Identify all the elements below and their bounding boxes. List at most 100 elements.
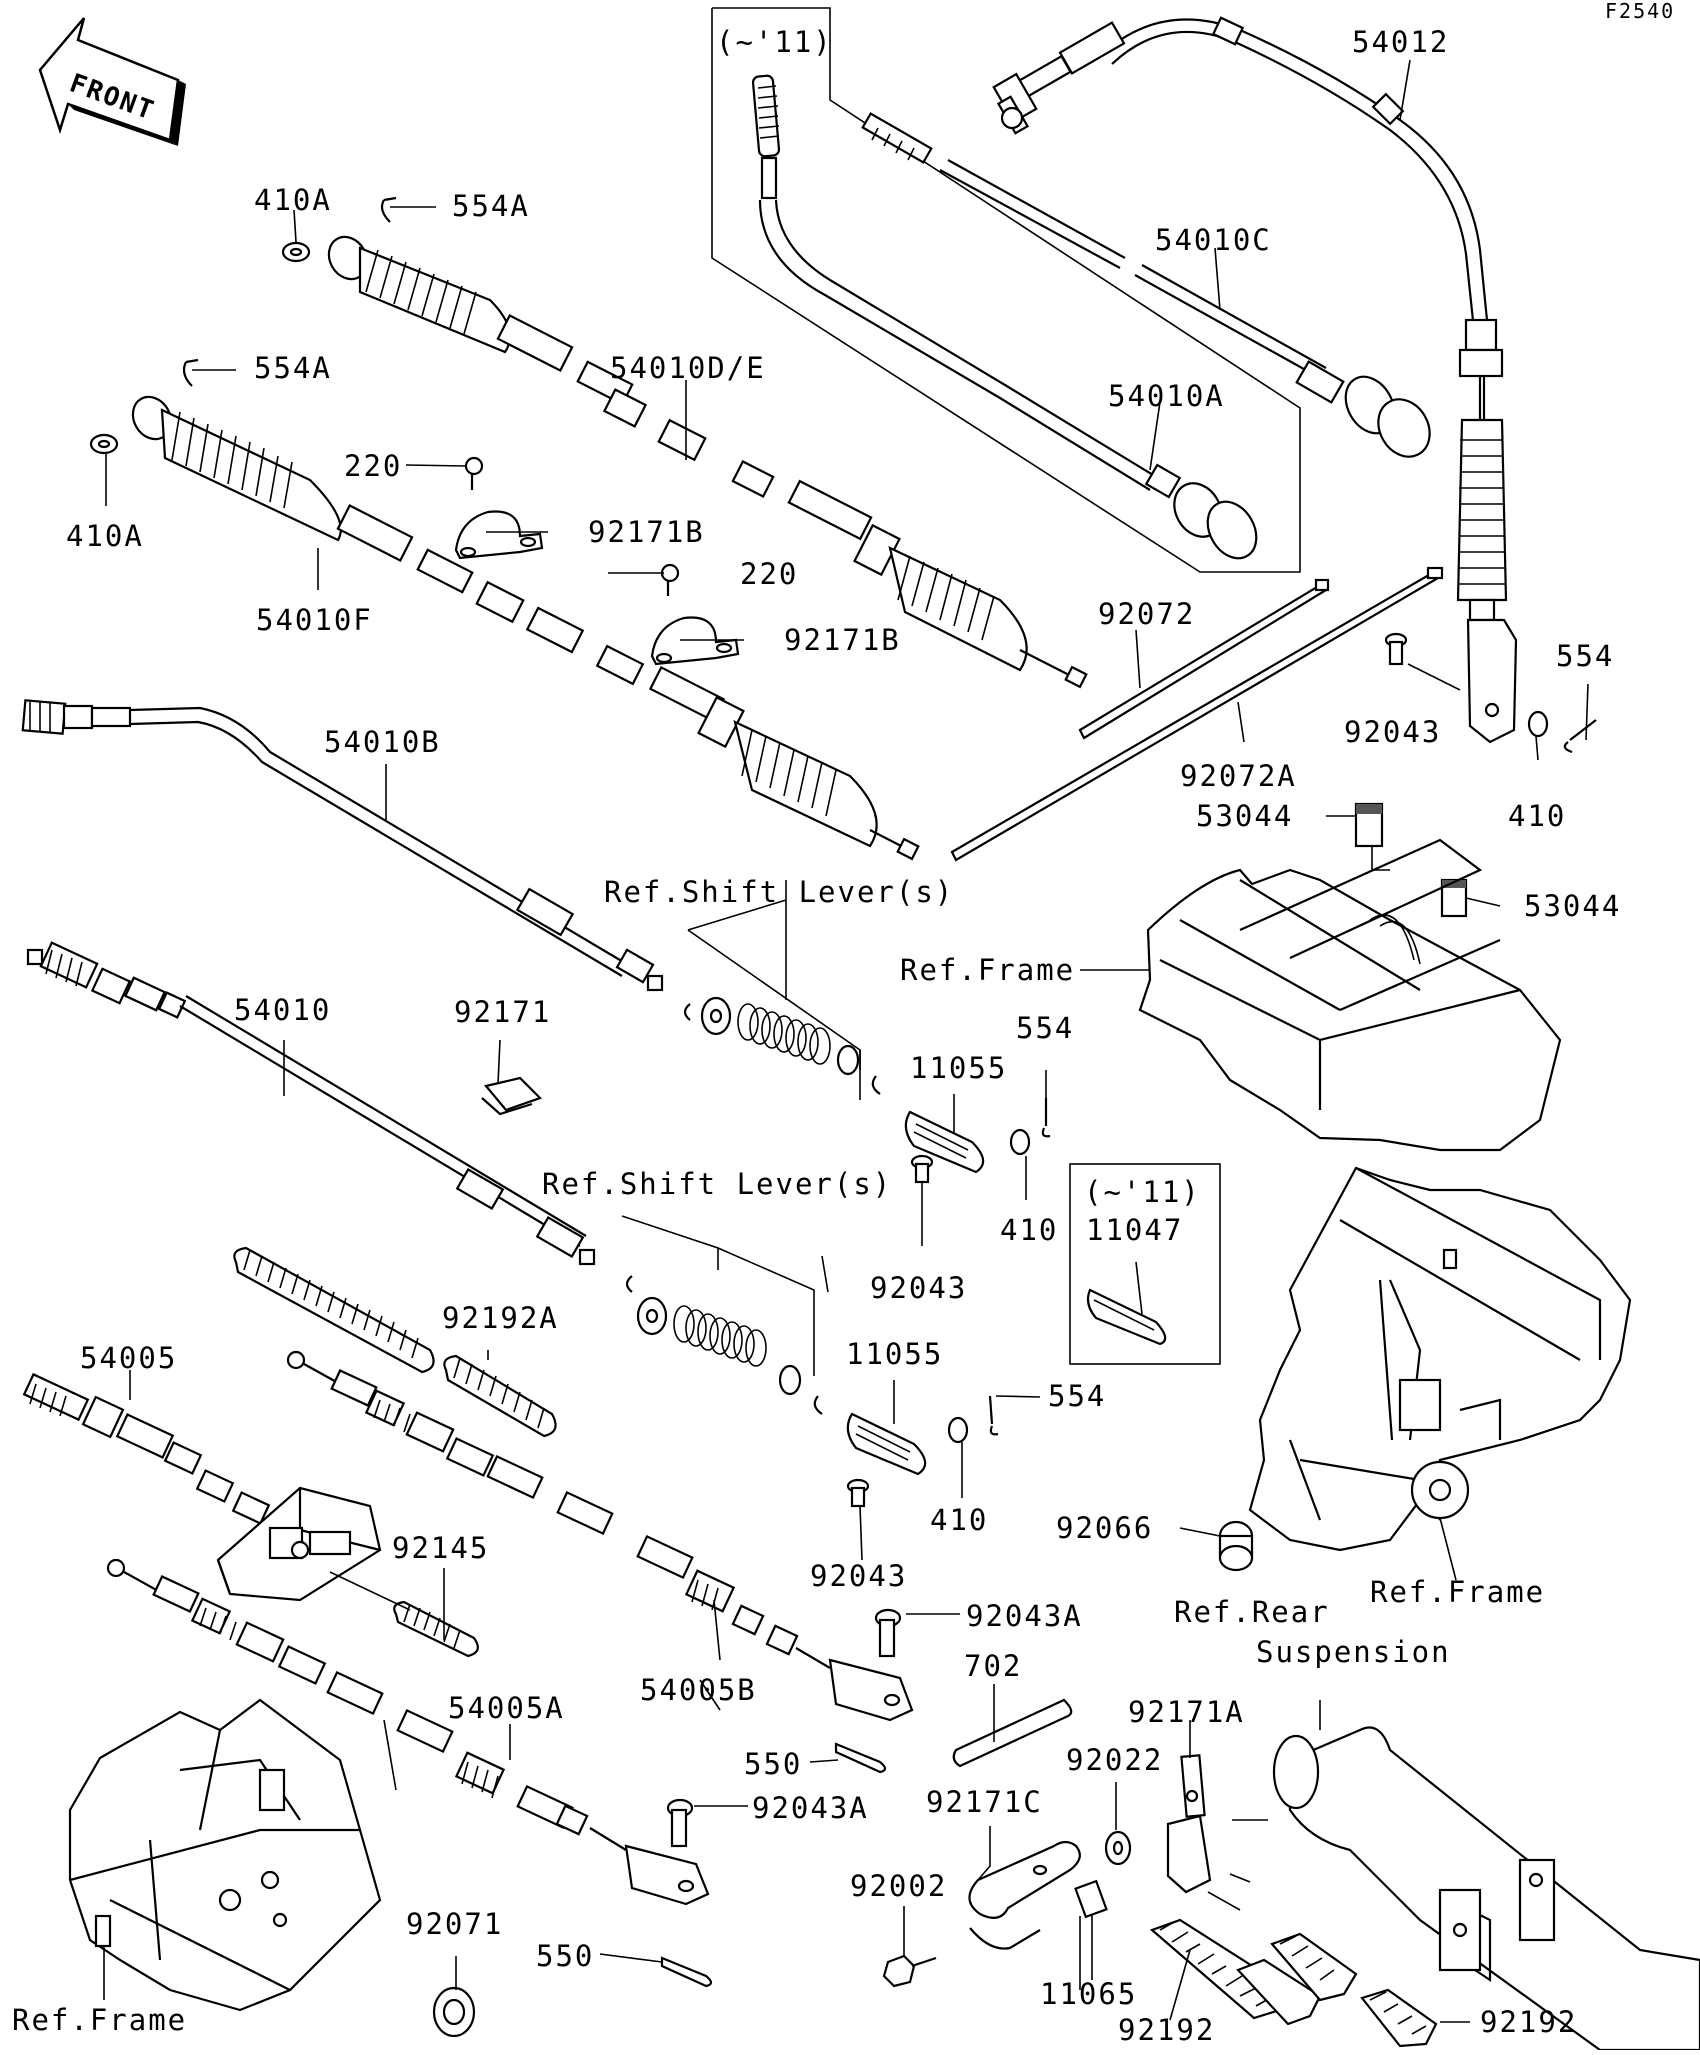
pin-554A-mid: [182, 358, 199, 387]
part-11047: [1086, 1288, 1167, 1346]
label-220-a: 220: [344, 449, 402, 483]
label-92145: 92145: [392, 1531, 489, 1565]
shift-lever-stack-1: [683, 996, 881, 1095]
label-220-b: 220: [740, 557, 798, 591]
label-410-top: 410: [1508, 799, 1566, 833]
rod-end-11055-a: [904, 1110, 985, 1174]
label-54005B: 54005B: [640, 1673, 757, 1707]
label-54010: 54010: [234, 993, 331, 1027]
pin-554-low: [988, 1395, 999, 1436]
label-54010C: 54010C: [1155, 223, 1272, 257]
cable-54010C: [861, 112, 1431, 458]
label-550-b: 550: [536, 1939, 594, 1973]
until-2011-note-mid: (~'11): [1084, 1175, 1201, 1209]
label-ref-rear-2: Suspension: [1256, 1635, 1451, 1669]
label-92192-a: 92192: [1118, 2013, 1215, 2047]
label-ref-rear-1: Ref.Rear: [1174, 1595, 1330, 1629]
bolt-92002: [882, 1954, 937, 1988]
label-554A-top: 554A: [452, 189, 530, 223]
label-410A-top: 410A: [254, 183, 332, 217]
springs-92192: [1149, 1918, 1438, 2048]
label-54005A: 54005A: [448, 1691, 565, 1725]
pin-554-mid: [1041, 1098, 1051, 1138]
label-92192-b: 92192: [1480, 2005, 1577, 2039]
spring-92192A-long: [233, 1246, 435, 1374]
label-54010F: 54010F: [256, 603, 373, 637]
frame-ref-3: [68, 1698, 382, 2012]
cable-tie-92072A: [950, 566, 1444, 862]
label-11065: 11065: [1040, 1977, 1137, 2011]
cotter-550-a: [834, 1742, 887, 1774]
label-92002: 92002: [850, 1869, 947, 1903]
cotter-550-b: [660, 1956, 713, 1988]
label-92072: 92072: [1098, 597, 1195, 631]
until-2011-box-top: (~'11): [711, 7, 1301, 573]
label-54010B: 54010B: [324, 725, 441, 759]
band-53044-a: [1354, 802, 1384, 848]
label-ref-frame-3: Ref.Frame: [12, 2003, 187, 2037]
cable-54005B: [286, 1350, 914, 1722]
spring-92192A-short: [443, 1354, 557, 1438]
label-92171A: 92171A: [1128, 1695, 1245, 1729]
grommet-92071: [432, 1986, 476, 2038]
until-2011-note-top: (~'11): [716, 25, 833, 59]
label-ref-shift-lever-2: Ref.Shift Lever(s): [542, 1167, 892, 1201]
label-54010DE: 54010D/E: [610, 351, 766, 385]
label-92171C: 92171C: [926, 1785, 1043, 1819]
frame-ref-1: [1138, 838, 1562, 1152]
label-92071: 92071: [406, 1907, 503, 1941]
label-92043-top: 92043: [1344, 715, 1441, 749]
shift-lever-stack-2: [625, 1275, 823, 1415]
washer-410-mid: [1009, 1128, 1031, 1156]
washer-410-top: [1527, 710, 1549, 738]
bracket-92171A: [1166, 1754, 1212, 1894]
label-53044-a: 53044: [1196, 799, 1293, 833]
frame-ref-2: [1248, 1166, 1632, 1552]
label-53044-b: 53044: [1524, 889, 1621, 923]
cable-54010: [26, 941, 596, 1266]
label-554-top: 554: [1556, 639, 1614, 673]
figure-code: F2540: [1605, 0, 1675, 23]
rear-suspension-ref: [1272, 1726, 1700, 2052]
label-92022: 92022: [1066, 1743, 1163, 1777]
label-554-mid: 554: [1016, 1011, 1074, 1045]
pin-92043-mid: [910, 1154, 934, 1184]
cable-54010F: [131, 395, 920, 861]
label-92171B-b: 92171B: [784, 623, 901, 657]
spring-92145: [393, 1600, 479, 1658]
label-54010A: 54010A: [1108, 379, 1225, 413]
pin-554A-top: [380, 196, 397, 223]
label-11055-a: 11055: [910, 1051, 1007, 1085]
label-92043A-a: 92043A: [966, 1599, 1083, 1633]
label-92043-low: 92043: [810, 1559, 907, 1593]
cable-tie-92072: [1078, 578, 1330, 740]
cable-54005A: [106, 1558, 710, 1906]
cap-92066: [1218, 1520, 1254, 1572]
label-92072A: 92072A: [1180, 759, 1297, 793]
label-92066: 92066: [1056, 1511, 1153, 1545]
rod-end-11055-b: [846, 1412, 927, 1476]
pin-554-top: [1563, 719, 1597, 754]
bracket-block: [216, 1486, 382, 1602]
bolt-220-a: [464, 456, 484, 490]
clamp-92171C: [968, 1840, 1081, 1950]
label-554-low: 554: [1048, 1379, 1106, 1413]
label-54005: 54005: [80, 1341, 177, 1375]
label-554A-mid: 554A: [254, 351, 332, 385]
pin-92043A-b: [666, 1798, 694, 1848]
cable-54012: [992, 16, 1518, 744]
clip-92171: [481, 1076, 543, 1116]
label-54012: 54012: [1352, 25, 1449, 59]
cable-54005: [22, 1372, 271, 1525]
label-11055-b: 11055: [846, 1337, 943, 1371]
until-2011-box-mid: (~'11): [1069, 1163, 1221, 1365]
label-92192A: 92192A: [442, 1301, 559, 1335]
label-ref-shift-lever-1: Ref.Shift Lever(s): [604, 875, 954, 909]
leader-lines: [103, 59, 1589, 2023]
label-550-a: 550: [744, 1747, 802, 1781]
label-410A-mid: 410A: [66, 519, 144, 553]
washer-410A-top: [281, 241, 311, 263]
pin-92043A-a: [874, 1608, 902, 1658]
collar-11065: [1074, 1879, 1108, 1919]
label-92043A-b: 92043A: [752, 1791, 869, 1825]
